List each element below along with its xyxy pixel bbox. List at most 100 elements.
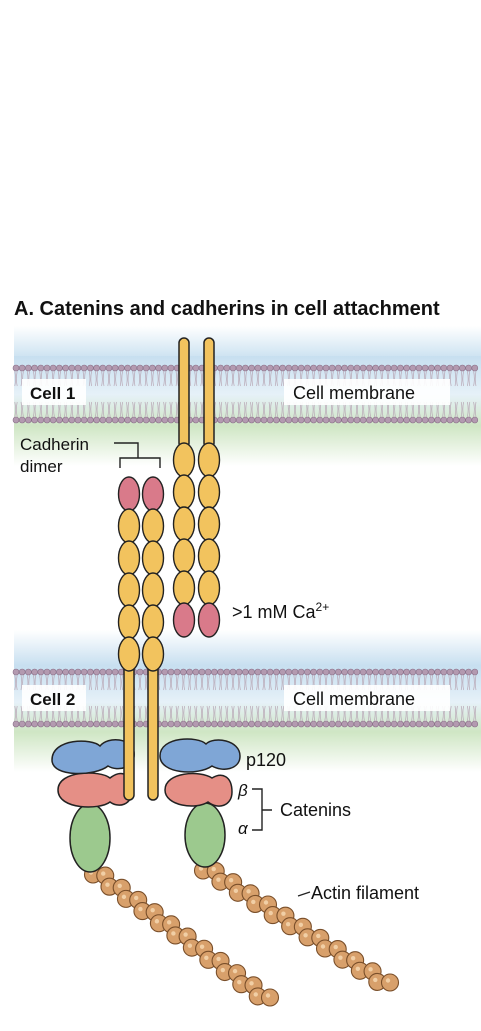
lipid-head <box>87 668 94 676</box>
actin-highlight <box>204 955 209 961</box>
lipid-head <box>378 416 386 424</box>
cadherin-domain <box>117 476 141 512</box>
actin-highlight <box>303 933 308 938</box>
lipid-tail <box>268 401 272 418</box>
lipid-tail <box>169 674 173 691</box>
lipid-head <box>452 416 460 424</box>
lipid-tail <box>460 370 464 387</box>
lipid-head <box>316 416 324 424</box>
lipid-head <box>18 364 26 372</box>
lipid-head <box>440 364 448 372</box>
lipid-head <box>322 416 330 424</box>
lipid-head <box>409 364 417 372</box>
lipid-tail <box>473 674 477 691</box>
figure-title: A. Catenins and cadherins in cell attach… <box>14 298 440 320</box>
lipid-tail <box>181 674 185 691</box>
lipid-head <box>440 720 448 728</box>
lipid-head <box>118 416 125 424</box>
actin-highlight <box>253 992 258 997</box>
lipid-tail <box>144 401 148 418</box>
lipid-head <box>192 668 200 676</box>
lipid-tail <box>138 705 142 722</box>
actin-highlight <box>187 943 193 948</box>
cadherin-domain <box>141 508 165 544</box>
lipid-head <box>99 416 107 424</box>
lipid-head <box>415 364 423 372</box>
alpha-catenin <box>184 802 226 868</box>
actin-highlight <box>281 911 286 916</box>
lipid-head <box>242 668 249 676</box>
membrane-bottom-label: Cell membrane <box>293 689 415 709</box>
calcium-label: >1 mM Ca2+ <box>232 600 329 622</box>
actin-highlight <box>233 888 239 893</box>
lipid-head <box>254 416 262 424</box>
lipid-head <box>142 364 150 372</box>
lipid-head <box>260 720 268 728</box>
lipid-tail <box>107 401 111 418</box>
lipid-head <box>56 720 63 728</box>
actin-highlight <box>133 895 139 901</box>
cadherin-label-line2: dimer <box>20 457 63 476</box>
cadherin-domain <box>141 604 165 640</box>
lipid-head <box>68 668 76 676</box>
lipid-head <box>291 720 299 728</box>
actin-highlight <box>101 871 106 876</box>
lipid-tail <box>206 705 210 722</box>
lipid-head <box>372 668 379 676</box>
lipid-head <box>434 668 441 676</box>
lipid-head <box>428 416 435 424</box>
lipid-head <box>409 416 417 424</box>
lipid-tail <box>231 370 235 387</box>
lipid-tail <box>169 401 173 418</box>
actin-filament <box>83 865 280 1007</box>
lipid-head <box>397 416 404 424</box>
lipid-head <box>192 416 200 424</box>
lipid-tail <box>262 705 266 722</box>
lipid-tail <box>460 401 464 418</box>
cadherin-domain <box>197 474 221 510</box>
lipid-head <box>421 416 429 424</box>
cell2-label-bg <box>22 685 86 711</box>
lipid-tail <box>14 401 18 418</box>
alpha-catenin <box>69 803 111 873</box>
lipid-head <box>372 416 379 424</box>
lipid-head <box>248 668 255 676</box>
lipid-head <box>322 364 330 372</box>
lipid-head <box>180 720 187 728</box>
lipid-tail <box>206 674 210 691</box>
lipid-head <box>74 720 82 728</box>
lipid-head <box>211 668 218 676</box>
cadherin-domain <box>141 540 165 576</box>
lipid-head <box>142 416 150 424</box>
lipid-head <box>62 416 69 424</box>
lipid-head <box>390 720 398 728</box>
lipid-head <box>285 720 293 728</box>
lipid-head <box>217 720 224 728</box>
lipid-head <box>37 668 45 676</box>
lipid-head <box>80 720 88 728</box>
cadherin-dimer-cell1 <box>172 337 221 638</box>
lipid-tail <box>150 401 154 418</box>
lipid-head <box>25 668 32 676</box>
lipid-head <box>390 364 398 372</box>
lipid-head <box>471 364 479 372</box>
lipid-tail <box>225 674 229 691</box>
lipid-tail <box>107 705 111 722</box>
lipid-bilayer <box>12 364 479 424</box>
lipid-head <box>291 364 299 372</box>
lipid-head <box>49 668 57 676</box>
lipid-head <box>359 668 367 676</box>
lipid-tail <box>163 401 167 418</box>
actin-highlight <box>220 967 226 973</box>
lipid-head <box>136 668 144 676</box>
lipid-tail <box>454 401 458 418</box>
cadherin-domain <box>197 442 221 478</box>
lipid-head <box>465 416 472 424</box>
lipid-head <box>440 668 448 676</box>
lipid-head <box>341 668 348 676</box>
lipid-head <box>452 720 460 728</box>
lipid-tail <box>200 401 204 418</box>
lipid-head <box>421 364 429 372</box>
actin-highlight <box>368 967 373 972</box>
lipid-head <box>260 416 268 424</box>
